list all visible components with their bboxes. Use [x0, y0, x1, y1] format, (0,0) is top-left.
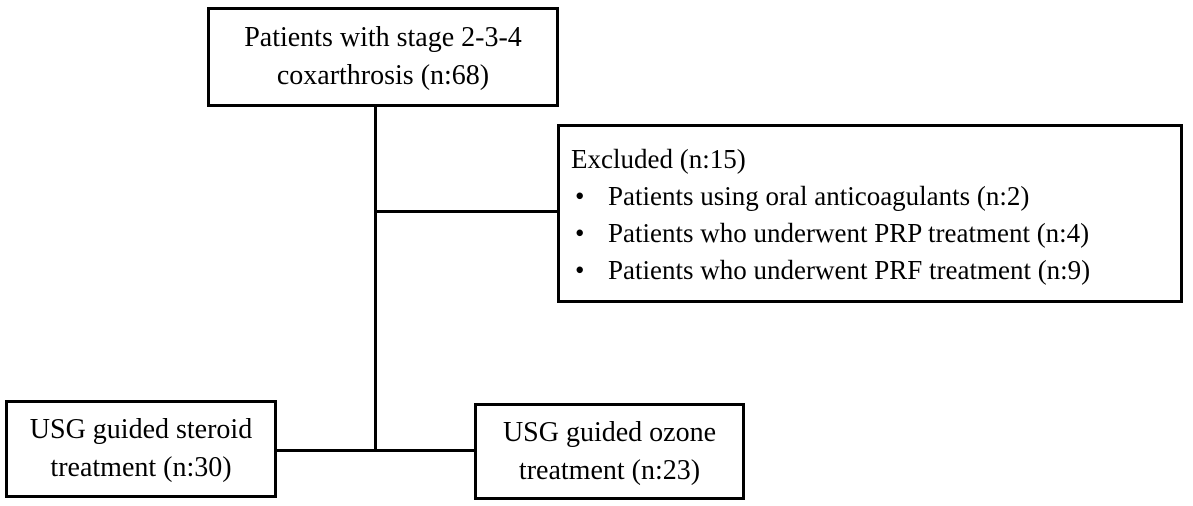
- excluded-item: Patients who underwent PRP treatment (n:…: [571, 215, 1180, 252]
- ozone-line-1: USG guided ozone: [502, 416, 717, 448]
- enrolled-line-2: coxarthrosis (n:68): [276, 60, 490, 91]
- group-split-line: [276, 449, 475, 452]
- excluded-item: Patients who underwent PRF treatment (n:…: [571, 252, 1180, 289]
- ozone-group-box: USG guided ozone treatment (n:23): [474, 403, 745, 500]
- steroid-line-2: treatment (n:30): [50, 452, 232, 483]
- enrolled-patients-box: Patients with stage 2-3-4 coxarthrosis (…: [207, 7, 559, 107]
- enrolled-line-1: Patients with stage 2-3-4: [244, 22, 522, 53]
- excluded-item: Patients using oral anticoagulants (n:2): [571, 178, 1180, 215]
- steroid-line-1: USG guided steroid: [29, 414, 253, 445]
- ozone-line-2: treatment (n:23): [518, 454, 701, 486]
- steroid-group-box: USG guided steroid treatment (n:30): [5, 400, 277, 498]
- excluded-list: Patients using oral anticoagulants (n:2)…: [571, 178, 1180, 289]
- main-flow-vertical-line: [374, 106, 377, 451]
- excluded-patients-box: Excluded (n:15) Patients using oral anti…: [557, 124, 1183, 303]
- exclusion-connector-line: [375, 210, 558, 213]
- excluded-title: Excluded (n:15): [571, 144, 746, 174]
